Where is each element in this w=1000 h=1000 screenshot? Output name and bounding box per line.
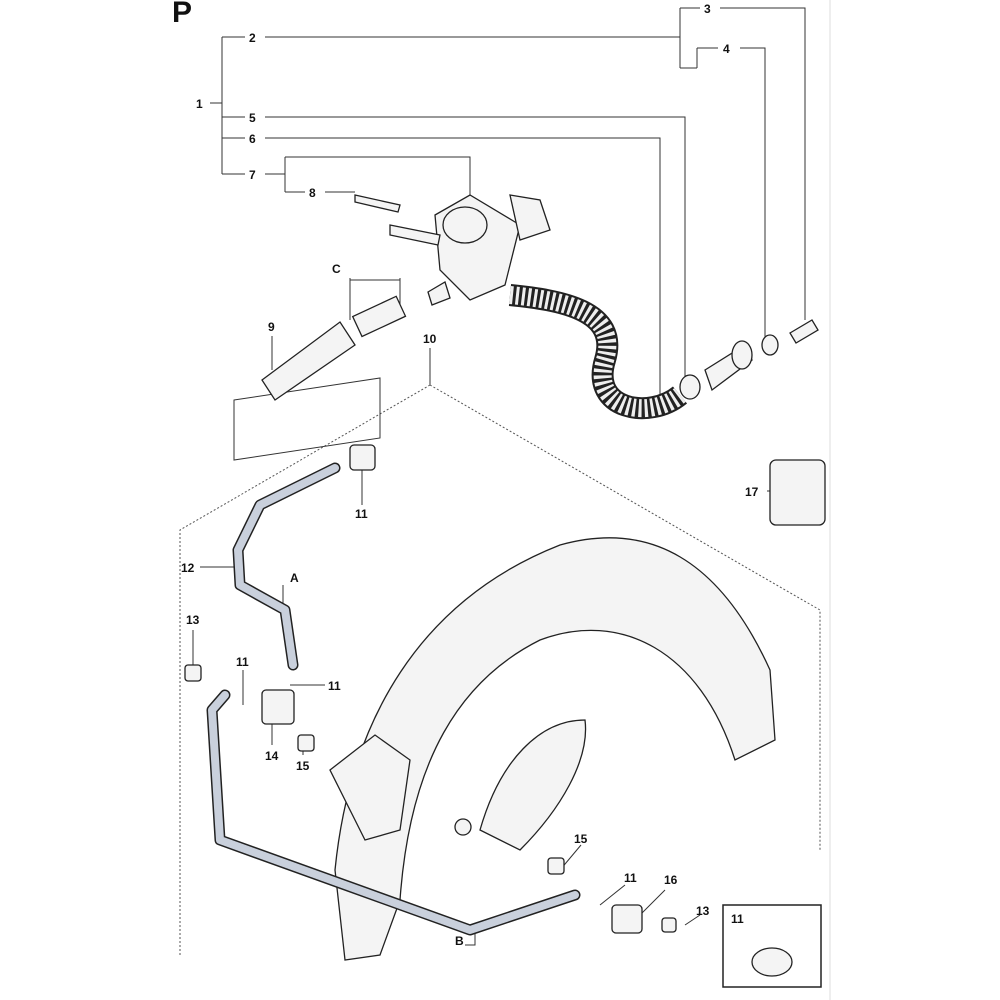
callout-17: 17 [745, 485, 759, 499]
part-17-fitting [769, 459, 826, 526]
callout-B: B [455, 934, 464, 948]
callout-1: 1 [196, 97, 203, 111]
callout-labels: 1 2 3 4 5 6 7 8 C 9 10 11 17 12 A 13 11 … [181, 2, 759, 948]
callout-10: 10 [423, 332, 437, 346]
blade-guard [329, 537, 776, 961]
callout-11: 11 [355, 507, 368, 521]
callout-11-inset: 11 [731, 912, 744, 926]
callout-12: 12 [181, 561, 195, 575]
callout-2: 2 [249, 31, 256, 45]
callout-5: 5 [249, 111, 256, 125]
callout-15: 15 [574, 832, 588, 846]
callout-9: 9 [268, 320, 275, 334]
callout-11: 11 [328, 679, 341, 693]
callout-13: 13 [186, 613, 200, 627]
callout-11: 11 [624, 871, 637, 885]
callout-11: 11 [236, 655, 249, 669]
upper-parts [261, 194, 819, 420]
clamp-part [349, 444, 376, 471]
callout-C: C [332, 262, 341, 276]
callout-4: 4 [723, 42, 730, 56]
callout-3: 3 [704, 2, 711, 16]
callout-A: A [290, 571, 299, 585]
inset-clamp [751, 947, 793, 977]
small-fittings [184, 664, 677, 934]
hoses [206, 462, 581, 936]
callout-14: 14 [265, 749, 279, 763]
callout-7: 7 [249, 168, 256, 182]
kit-box [233, 377, 381, 461]
page-letter: P [172, 0, 192, 29]
callout-15: 15 [296, 759, 310, 773]
callout-8: 8 [309, 186, 316, 200]
callout-13: 13 [696, 904, 710, 918]
leader-lines [192, 7, 806, 946]
assembly-outline [179, 384, 821, 955]
callout-6: 6 [249, 132, 256, 146]
callout-16: 16 [664, 873, 678, 887]
